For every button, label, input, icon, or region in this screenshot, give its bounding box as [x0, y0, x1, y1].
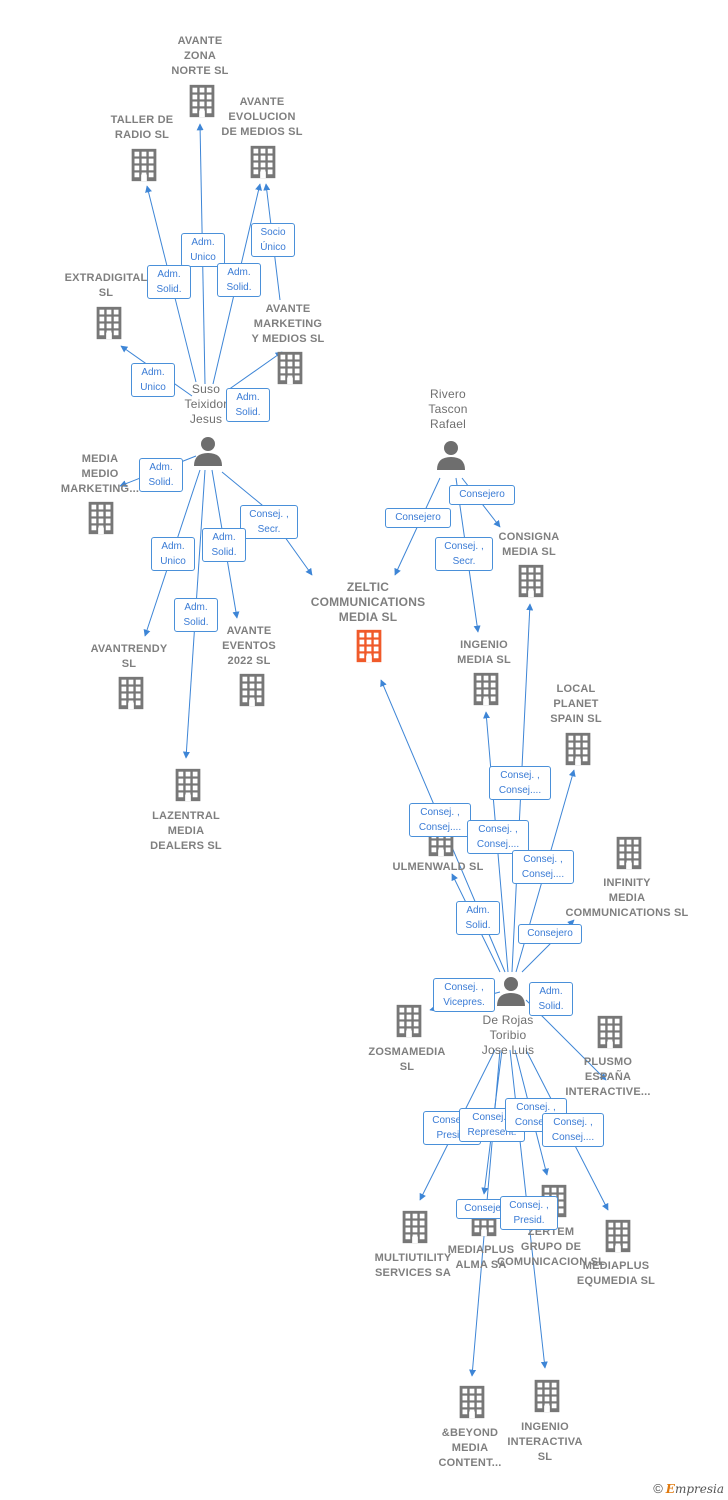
role-badge[interactable]: Adm. Solid.	[202, 528, 246, 562]
node-label-taller-de-radio[interactable]: TALLER DE RADIO SL	[110, 114, 174, 141]
node-label-de-rojas[interactable]: De Rojas Toribio Jose Luis	[481, 1013, 535, 1057]
building-icon[interactable]	[277, 351, 303, 385]
building-icon[interactable]	[616, 836, 642, 870]
node-label-rivero-tascon[interactable]: Rivero Tascon Rafael	[428, 387, 468, 431]
building-icon[interactable]	[459, 1385, 485, 1419]
node-label-beyond-media[interactable]: &BEYOND MEDIA CONTENT...	[438, 1427, 502, 1469]
building-icon[interactable]	[189, 84, 215, 118]
node-label-avante-marketing[interactable]: AVANTE MARKETING Y MEDIOS SL	[251, 303, 325, 345]
node-label-plusmo[interactable]: PLUSMO ESPAÑA INTERACTIVE...	[565, 1056, 651, 1098]
node-label-consigna-media[interactable]: CONSIGNA MEDIA SL	[498, 531, 560, 558]
person-icon[interactable]	[437, 441, 465, 470]
role-badge[interactable]: Consej. , Consej....	[467, 820, 529, 854]
role-badge[interactable]: Consej. , Consej....	[512, 850, 574, 884]
node-label-zeltic[interactable]: ZELTIC COMMUNICATIONS MEDIA SL	[310, 580, 426, 624]
role-badge[interactable]: Adm. Solid.	[217, 263, 261, 297]
node-label-avante-evolucion[interactable]: AVANTE EVOLUCION DE MEDIOS SL	[221, 96, 303, 138]
role-badge[interactable]: Socio Único	[251, 223, 295, 257]
building-icon[interactable]	[96, 306, 122, 340]
role-badge[interactable]: Consejero	[518, 924, 582, 944]
building-icon[interactable]	[88, 501, 114, 535]
building-icon[interactable]	[250, 145, 276, 179]
node-label-ingenio-media[interactable]: INGENIO MEDIA SL	[457, 639, 511, 666]
role-badge[interactable]: Adm. Unico	[181, 233, 225, 267]
building-icon[interactable]	[239, 673, 265, 707]
building-icon[interactable]	[175, 768, 201, 802]
node-label-multiutility[interactable]: MULTIUTILITY SERVICES SA	[374, 1252, 452, 1279]
edge-suso_teixidor-to-avante_marketing	[227, 351, 283, 391]
brand-logo: Empresia	[665, 1482, 724, 1496]
role-badge[interactable]: Adm. Solid.	[147, 265, 191, 299]
building-icon[interactable]	[534, 1379, 560, 1413]
person-icon[interactable]	[497, 977, 525, 1006]
main-company-building-icon[interactable]	[356, 629, 382, 663]
node-label-avante-zona-norte[interactable]: AVANTE ZONA NORTE SL	[171, 35, 229, 77]
role-badge[interactable]: Adm. Solid.	[139, 458, 183, 492]
brand-footer[interactable]: ©Empresia	[653, 1481, 724, 1496]
role-badge[interactable]: Consej. , Vicepres.	[433, 978, 495, 1012]
node-label-ingenio-interactiva[interactable]: INGENIO INTERACTIVA SL	[507, 1421, 583, 1463]
building-icon[interactable]	[396, 1004, 422, 1038]
building-icon[interactable]	[605, 1219, 631, 1253]
role-badge[interactable]: Adm. Solid.	[456, 901, 500, 935]
role-badge[interactable]: Consej. , Secr.	[240, 505, 298, 539]
node-label-media-medio-marketing[interactable]: MEDIA MEDIO MARKETING...	[60, 453, 140, 495]
node-label-suso-teixidor[interactable]: Suso Teixidor Jesus	[184, 382, 228, 426]
node-label-avante-eventos[interactable]: AVANTE EVENTOS 2022 SL	[222, 625, 276, 667]
node-label-avantrendy[interactable]: AVANTRENDY SL	[90, 643, 168, 670]
role-badge[interactable]: Adm. Unico	[131, 363, 175, 397]
role-badge[interactable]: Consej. , Consej....	[542, 1113, 604, 1147]
building-icon[interactable]	[565, 732, 591, 766]
role-badge[interactable]: Consejero	[449, 485, 515, 505]
building-icon[interactable]	[118, 676, 144, 710]
node-label-ulmenwald[interactable]: ULMENWALD SL	[392, 861, 484, 873]
node-label-lazentral[interactable]: LAZENTRAL MEDIA DEALERS SL	[150, 810, 222, 852]
role-badge[interactable]: Adm. Solid.	[174, 598, 218, 632]
copyright-symbol: ©	[653, 1481, 663, 1496]
role-badge[interactable]: Consej. , Presid.	[500, 1196, 558, 1230]
node-label-mediaplus-alma[interactable]: MEDIAPLUS ALMA SA	[447, 1244, 515, 1271]
role-badge[interactable]: Consej. , Consej....	[489, 766, 551, 800]
node-label-extradigital[interactable]: EXTRADIGITAL SL	[64, 272, 148, 299]
role-badge[interactable]: Consejero	[385, 508, 451, 528]
role-badge[interactable]: Adm. Solid.	[529, 982, 573, 1016]
node-label-infinity-media[interactable]: INFINITY MEDIA COMMUNICATIONS SL	[565, 877, 689, 919]
building-icon[interactable]	[402, 1210, 428, 1244]
role-badge[interactable]: Adm. Solid.	[226, 388, 270, 422]
role-badge[interactable]: Adm. Unico	[151, 537, 195, 571]
building-icon[interactable]	[473, 672, 499, 706]
person-icon[interactable]	[194, 437, 222, 466]
building-icon[interactable]	[131, 148, 157, 182]
node-label-zosmamedia[interactable]: ZOSMAMEDIA SL	[368, 1046, 446, 1073]
node-label-mediaplus-equmedia[interactable]: MEDIAPLUS EQUMEDIA SL	[576, 1260, 656, 1287]
role-badge[interactable]: Consej. , Consej....	[409, 803, 471, 837]
node-label-local-planet[interactable]: LOCAL PLANET SPAIN SL	[550, 683, 602, 725]
role-badge[interactable]: Consej. , Secr.	[435, 537, 493, 571]
building-icon[interactable]	[518, 564, 544, 598]
building-icon[interactable]	[597, 1015, 623, 1049]
